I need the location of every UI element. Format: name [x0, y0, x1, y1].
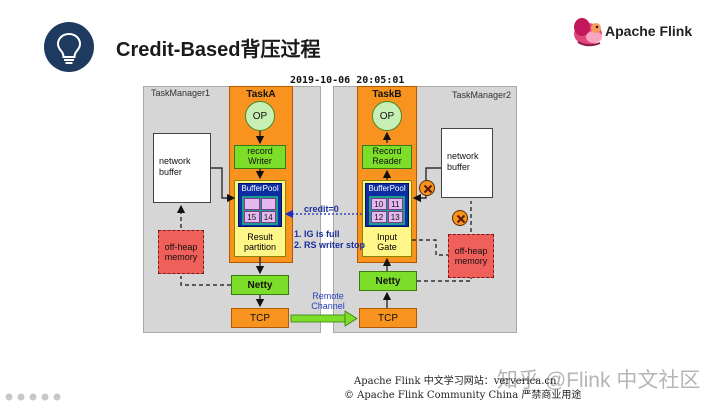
remote-channel-head [344, 310, 358, 327]
footer-website: Apache Flink 中文学习网站：ververica.cn [354, 376, 557, 387]
buffer-cell: 15 [244, 211, 260, 223]
buffer-cell [260, 198, 276, 210]
record-reader-box: Record Reader [362, 145, 412, 169]
zhihu-watermark: 知乎 @Flink 中文社区 [497, 369, 701, 392]
netty-left: Netty [231, 275, 289, 295]
record-writer-box: record Writer [234, 145, 286, 169]
tcp-right: TCP [359, 308, 417, 328]
buffer-cell: 13 [387, 211, 403, 223]
lightbulb-logo [44, 22, 94, 72]
record-writer-line1: record [247, 146, 273, 157]
task-b-buffer-grid: 10 11 12 13 [369, 196, 405, 225]
remote-channel-bar [290, 314, 346, 323]
timestamp: 2019-10-06 20:05:01 [290, 75, 405, 86]
menu-icon[interactable] [53, 393, 61, 401]
record-reader-line2: Reader [372, 156, 402, 166]
record-reader-line1: Record [372, 146, 402, 157]
offheap-right-line1: off-heap [454, 245, 488, 256]
remote-line2: Channel [311, 300, 345, 311]
network-buffer-right-line1: network [447, 151, 479, 161]
x-icon [456, 214, 466, 224]
link-netty-offheap-left [180, 276, 231, 286]
prev-slide-icon[interactable] [5, 393, 13, 401]
offheap-left-line1: off-heap [164, 241, 198, 252]
result-partition-line2: partition [243, 242, 277, 253]
note-rs-writer-stop: 2. RS writer stop [294, 240, 366, 250]
zoom-icon[interactable] [41, 393, 49, 401]
result-partition-label: Result partition [234, 232, 286, 253]
blocked-x-icon [419, 180, 435, 196]
network-buffer-left-line1: network [159, 156, 191, 166]
taskmanager1-label: TaskManager1 [151, 88, 211, 98]
remote-channel-label: Remote Channel [298, 291, 358, 312]
input-gate-label: Input Gate [362, 232, 412, 253]
network-buffer-left-line2: buffer [159, 166, 182, 177]
network-buffer-left: network buffer [153, 133, 211, 203]
task-a-bufferpool-label: BufferPool [241, 184, 279, 193]
pen-icon[interactable] [29, 393, 37, 401]
offheap-right-line2: memory [454, 256, 488, 266]
tcp-left: TCP [231, 308, 289, 328]
slide-controls[interactable] [4, 392, 74, 402]
next-slide-icon[interactable] [17, 393, 25, 401]
buffer-cell: 14 [260, 211, 276, 223]
footer-copyright: © Apache Flink Community China 严禁商业用途 [344, 390, 582, 401]
network-buffer-right-line2: buffer [447, 161, 470, 172]
task-a-title: TaskA [246, 89, 276, 100]
remote-line1: Remote [312, 291, 344, 301]
buffer-cell [244, 198, 260, 210]
task-b-title: TaskB [372, 89, 402, 100]
netty-right: Netty [359, 271, 417, 291]
page-title: Credit-Based背压过程 [116, 39, 321, 61]
task-a-buffer-grid: 15 14 [242, 196, 278, 225]
blocked-x-icon [452, 210, 468, 226]
buffer-cell: 11 [387, 198, 403, 210]
task-a-op: OP [245, 101, 275, 131]
credit-label: credit=0 [304, 204, 339, 214]
offheap-memory-left: off-heap memory [158, 230, 204, 274]
link-netty-offheap-right [417, 278, 472, 282]
network-buffer-right: network buffer [441, 128, 493, 198]
record-writer-line2: Writer [248, 156, 272, 166]
buffer-cell: 10 [371, 198, 387, 210]
lightbulb-icon [56, 32, 82, 64]
x-icon [423, 184, 433, 194]
flink-squirrel-icon [574, 18, 602, 47]
brand-name: Apache Flink [605, 23, 693, 39]
link-gate-offheap [412, 239, 448, 256]
note-ig-full: 1. IG is full [294, 229, 340, 239]
task-b-bufferpool-label: BufferPool [368, 184, 406, 193]
offheap-memory-right: off-heap memory [448, 234, 494, 278]
input-gate-line1: Input [376, 232, 398, 242]
arrow-buffer-to-partition [211, 167, 236, 203]
offheap-left-line2: memory [164, 252, 198, 262]
buffer-cell: 12 [371, 211, 387, 223]
input-gate-line2: Gate [377, 242, 397, 253]
taskmanager2-label: TaskManager2 [452, 90, 512, 100]
result-partition-line1: Result [247, 232, 273, 242]
task-b-op: OP [372, 101, 402, 131]
